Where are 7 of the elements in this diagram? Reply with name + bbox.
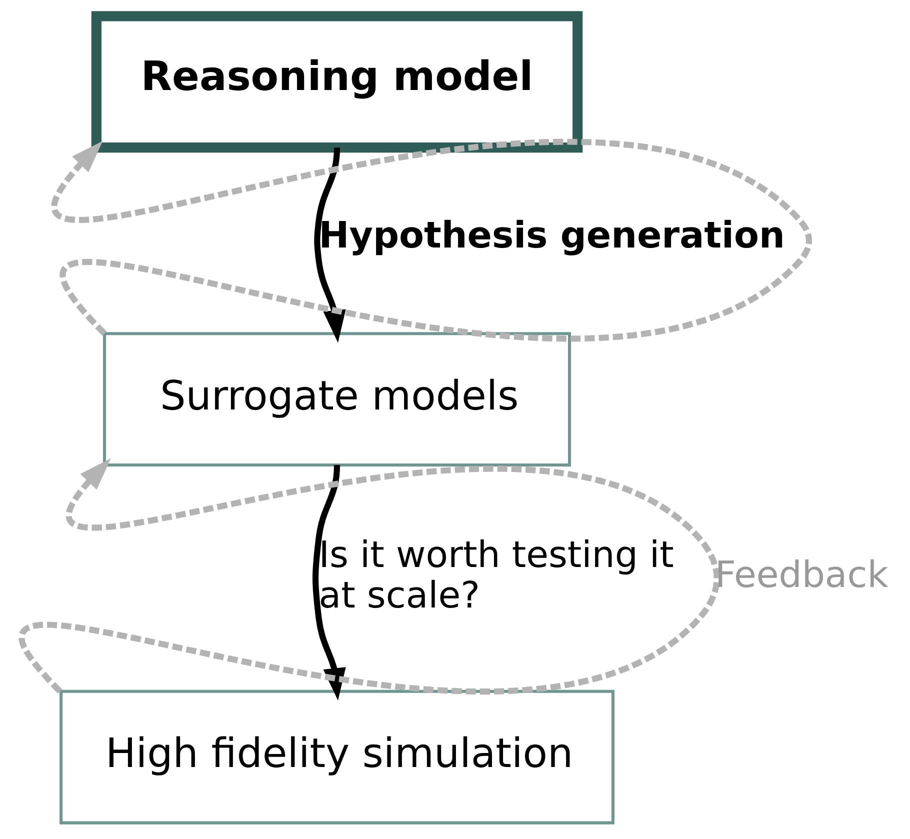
arrow <box>312 464 346 701</box>
edge-label: Is it worth testing it at scale? <box>318 532 674 616</box>
node-box: Reasoning model <box>91 11 583 153</box>
edge-label: Feedback <box>715 553 888 596</box>
arrow <box>22 458 720 694</box>
node-box: High fidelity simulation <box>60 690 614 824</box>
node-box: Surrogate models <box>103 332 571 466</box>
